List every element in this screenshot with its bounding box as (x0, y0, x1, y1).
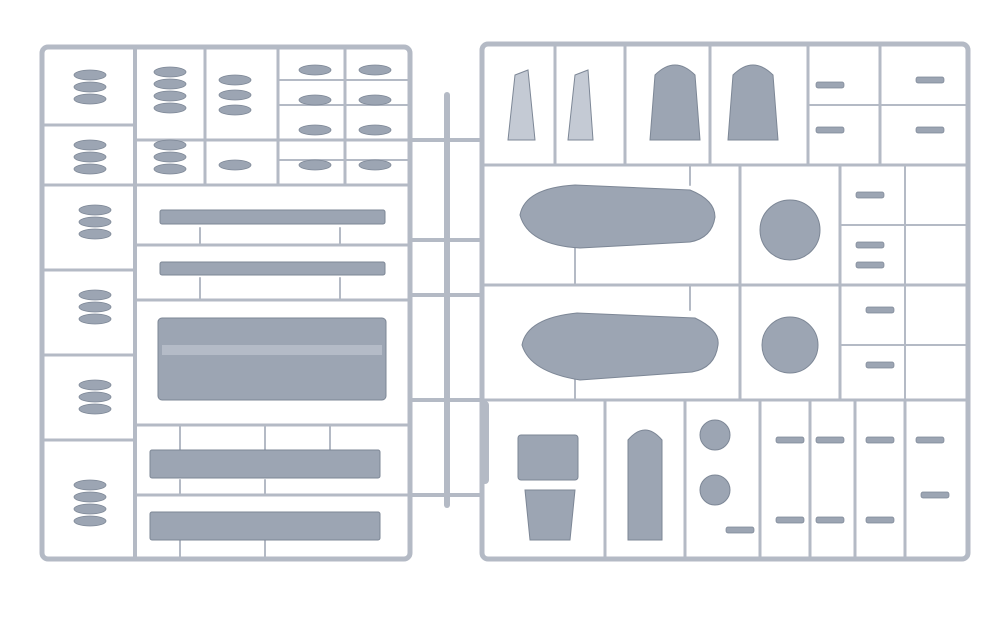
wing-panel-highlight (162, 345, 382, 355)
engine-nacelle-part (519, 184, 716, 249)
small-detail-part (855, 191, 885, 199)
bomb-part (78, 403, 112, 415)
bulkhead-disc-part (759, 199, 821, 261)
cockpit-tub-part (627, 429, 663, 541)
bomb-part (298, 64, 332, 76)
bomb-part (73, 81, 107, 93)
small-detail-part (915, 126, 945, 134)
bomb-part (358, 94, 392, 106)
small-detail-part (855, 261, 885, 269)
bomb-part (78, 204, 112, 216)
bomb-part (218, 74, 252, 86)
small-detail-part (915, 436, 945, 444)
bomb-part (73, 151, 107, 163)
cockpit-floor-part (517, 434, 579, 481)
bomb-part (153, 78, 187, 90)
small-part (507, 69, 536, 141)
bomb-part (358, 124, 392, 136)
long-panel-part (149, 511, 381, 541)
spinner-part (699, 474, 731, 506)
bomb-part (218, 104, 252, 116)
bomb-part (358, 64, 392, 76)
small-part (567, 69, 594, 141)
small-detail-part (855, 241, 885, 249)
bomb-part (73, 163, 107, 175)
bomb-part (358, 159, 392, 171)
small-detail-part (775, 516, 805, 524)
small-detail-part (920, 491, 950, 499)
bomb-part (298, 94, 332, 106)
bomb-part (78, 228, 112, 240)
bomb-part (298, 124, 332, 136)
small-detail-part (865, 516, 895, 524)
small-detail-part (725, 526, 755, 534)
bomb-part (153, 139, 187, 151)
bomb-part (73, 479, 107, 491)
small-detail-part (865, 306, 895, 314)
small-detail-part (865, 361, 895, 369)
bomb-part (73, 503, 107, 515)
sprue-frame (39, 44, 413, 562)
bomb-part (73, 93, 107, 105)
tail-fin-part (649, 64, 701, 141)
long-panel-part (149, 449, 381, 479)
small-detail-part (775, 436, 805, 444)
bomb-part (73, 69, 107, 81)
bomb-part (153, 102, 187, 114)
bomb-part (78, 313, 112, 325)
spinner-part (699, 419, 731, 451)
bomb-part (73, 491, 107, 503)
bomb-part (218, 89, 252, 101)
wing-panel-part (157, 317, 387, 401)
kit-parts (73, 64, 950, 541)
bomb-part (78, 379, 112, 391)
small-detail-part (815, 81, 845, 89)
bulkhead-disc-part (761, 316, 819, 374)
sprue-frame (479, 41, 971, 562)
bomb-part (78, 216, 112, 228)
small-detail-part (915, 76, 945, 84)
small-detail-part (815, 436, 845, 444)
small-detail-part (815, 126, 845, 134)
sprue-runners (39, 41, 971, 562)
bomb-part (153, 90, 187, 102)
seat-part (524, 489, 576, 541)
bomb-part (78, 289, 112, 301)
bomb-part (218, 159, 252, 171)
strip-part (159, 209, 386, 225)
small-detail-part (865, 436, 895, 444)
bomb-part (78, 391, 112, 403)
bomb-part (153, 66, 187, 78)
bomb-part (298, 159, 332, 171)
bomb-part (78, 301, 112, 313)
tail-fin-part (727, 64, 779, 141)
small-detail-part (815, 516, 845, 524)
engine-nacelle-part (521, 312, 719, 381)
bomb-part (153, 151, 187, 163)
bomb-part (73, 515, 107, 527)
bomb-part (73, 139, 107, 151)
strip-part (159, 261, 386, 276)
bomb-part (153, 163, 187, 175)
